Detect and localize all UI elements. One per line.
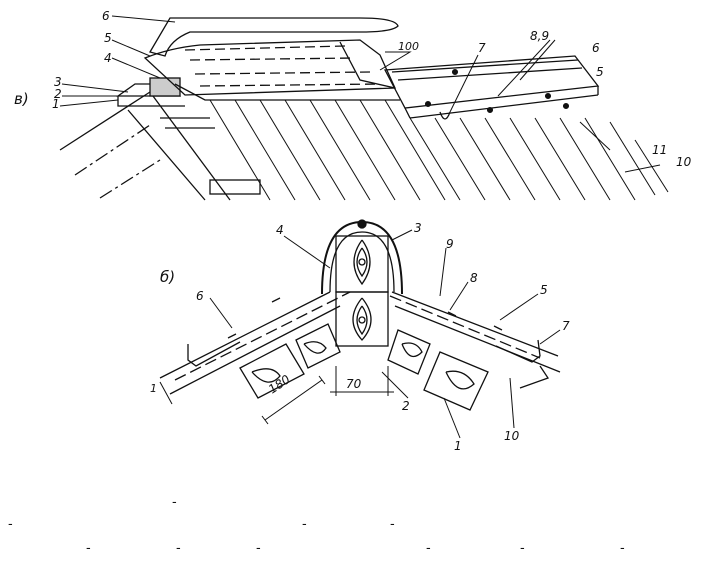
callout-a-5-right: 5	[596, 65, 604, 79]
callout-b-9: 9	[446, 237, 454, 251]
stray-mark: -	[176, 541, 181, 556]
callout-b-6: 6	[196, 289, 204, 303]
figure-a-ridge-perspective	[59, 15, 669, 201]
roof-surface-hatch	[209, 99, 669, 201]
callout-b-8: 8	[470, 271, 478, 285]
stray-mark: -	[256, 541, 261, 556]
stray-mark: -	[426, 541, 431, 556]
callout-b-10: 10	[504, 429, 520, 443]
panel-label-b: б)	[160, 268, 175, 286]
figure-b-leaders	[209, 229, 561, 439]
callout-a-3: 3	[54, 75, 62, 89]
callout-a-1: 1	[52, 97, 60, 111]
callout-b-1: 1	[454, 439, 462, 453]
callout-a-11: 11	[652, 143, 667, 157]
callout-a-8-9: 8,9	[530, 29, 549, 43]
stray-mark: -	[8, 517, 13, 532]
left-battens	[239, 323, 341, 399]
callout-b-7: 7	[562, 319, 570, 333]
bottom-trim	[159, 365, 550, 405]
stray-mark: -	[520, 541, 525, 556]
callout-b-3: 3	[414, 221, 422, 235]
callout-a-6: 6	[102, 9, 110, 23]
stray-mark: -	[390, 517, 395, 532]
dimension-70: 70	[346, 377, 362, 391]
callout-b-2: 2	[402, 399, 410, 413]
stray-mark: -	[620, 541, 625, 556]
right-battens	[387, 329, 489, 411]
stray-mark: -	[86, 541, 91, 556]
stray-mark: -	[302, 517, 307, 532]
right-ridge-run	[383, 55, 600, 120]
callout-a-5: 5	[104, 31, 112, 45]
stray-dash-marks: - - - - - - - - - -	[8, 495, 625, 556]
ridge-cap-section	[321, 219, 403, 295]
dimension-180: 180	[266, 372, 293, 397]
callout-a-4: 4	[104, 51, 112, 65]
callout-a-7: 7	[478, 41, 486, 55]
hooks	[187, 297, 541, 367]
callout-a-2: 2	[54, 87, 62, 101]
figure-b-ridge-section	[159, 219, 561, 439]
callout-b-1-left: 1	[150, 382, 157, 395]
callout-b-5: 5	[540, 283, 548, 297]
left-gable-structure	[59, 91, 261, 201]
roof-slopes	[159, 291, 561, 395]
figure-a-leaders	[59, 15, 661, 173]
callout-a-100: 100	[398, 40, 419, 53]
ridge-timbers	[335, 235, 389, 347]
figure-a-labels: в) 1 2 3 4 5 6 7 8,9 6 5 100 11 10	[14, 9, 692, 169]
dimension-lines	[261, 366, 394, 425]
callout-b-4: 4	[276, 223, 284, 237]
ridge-cap-tile	[143, 17, 399, 96]
ridge-board-stack	[115, 77, 400, 107]
callout-a-10: 10	[676, 155, 692, 169]
callout-a-6-right: 6	[592, 41, 600, 55]
stray-mark: -	[172, 495, 177, 510]
panel-label-a: в)	[14, 90, 29, 108]
